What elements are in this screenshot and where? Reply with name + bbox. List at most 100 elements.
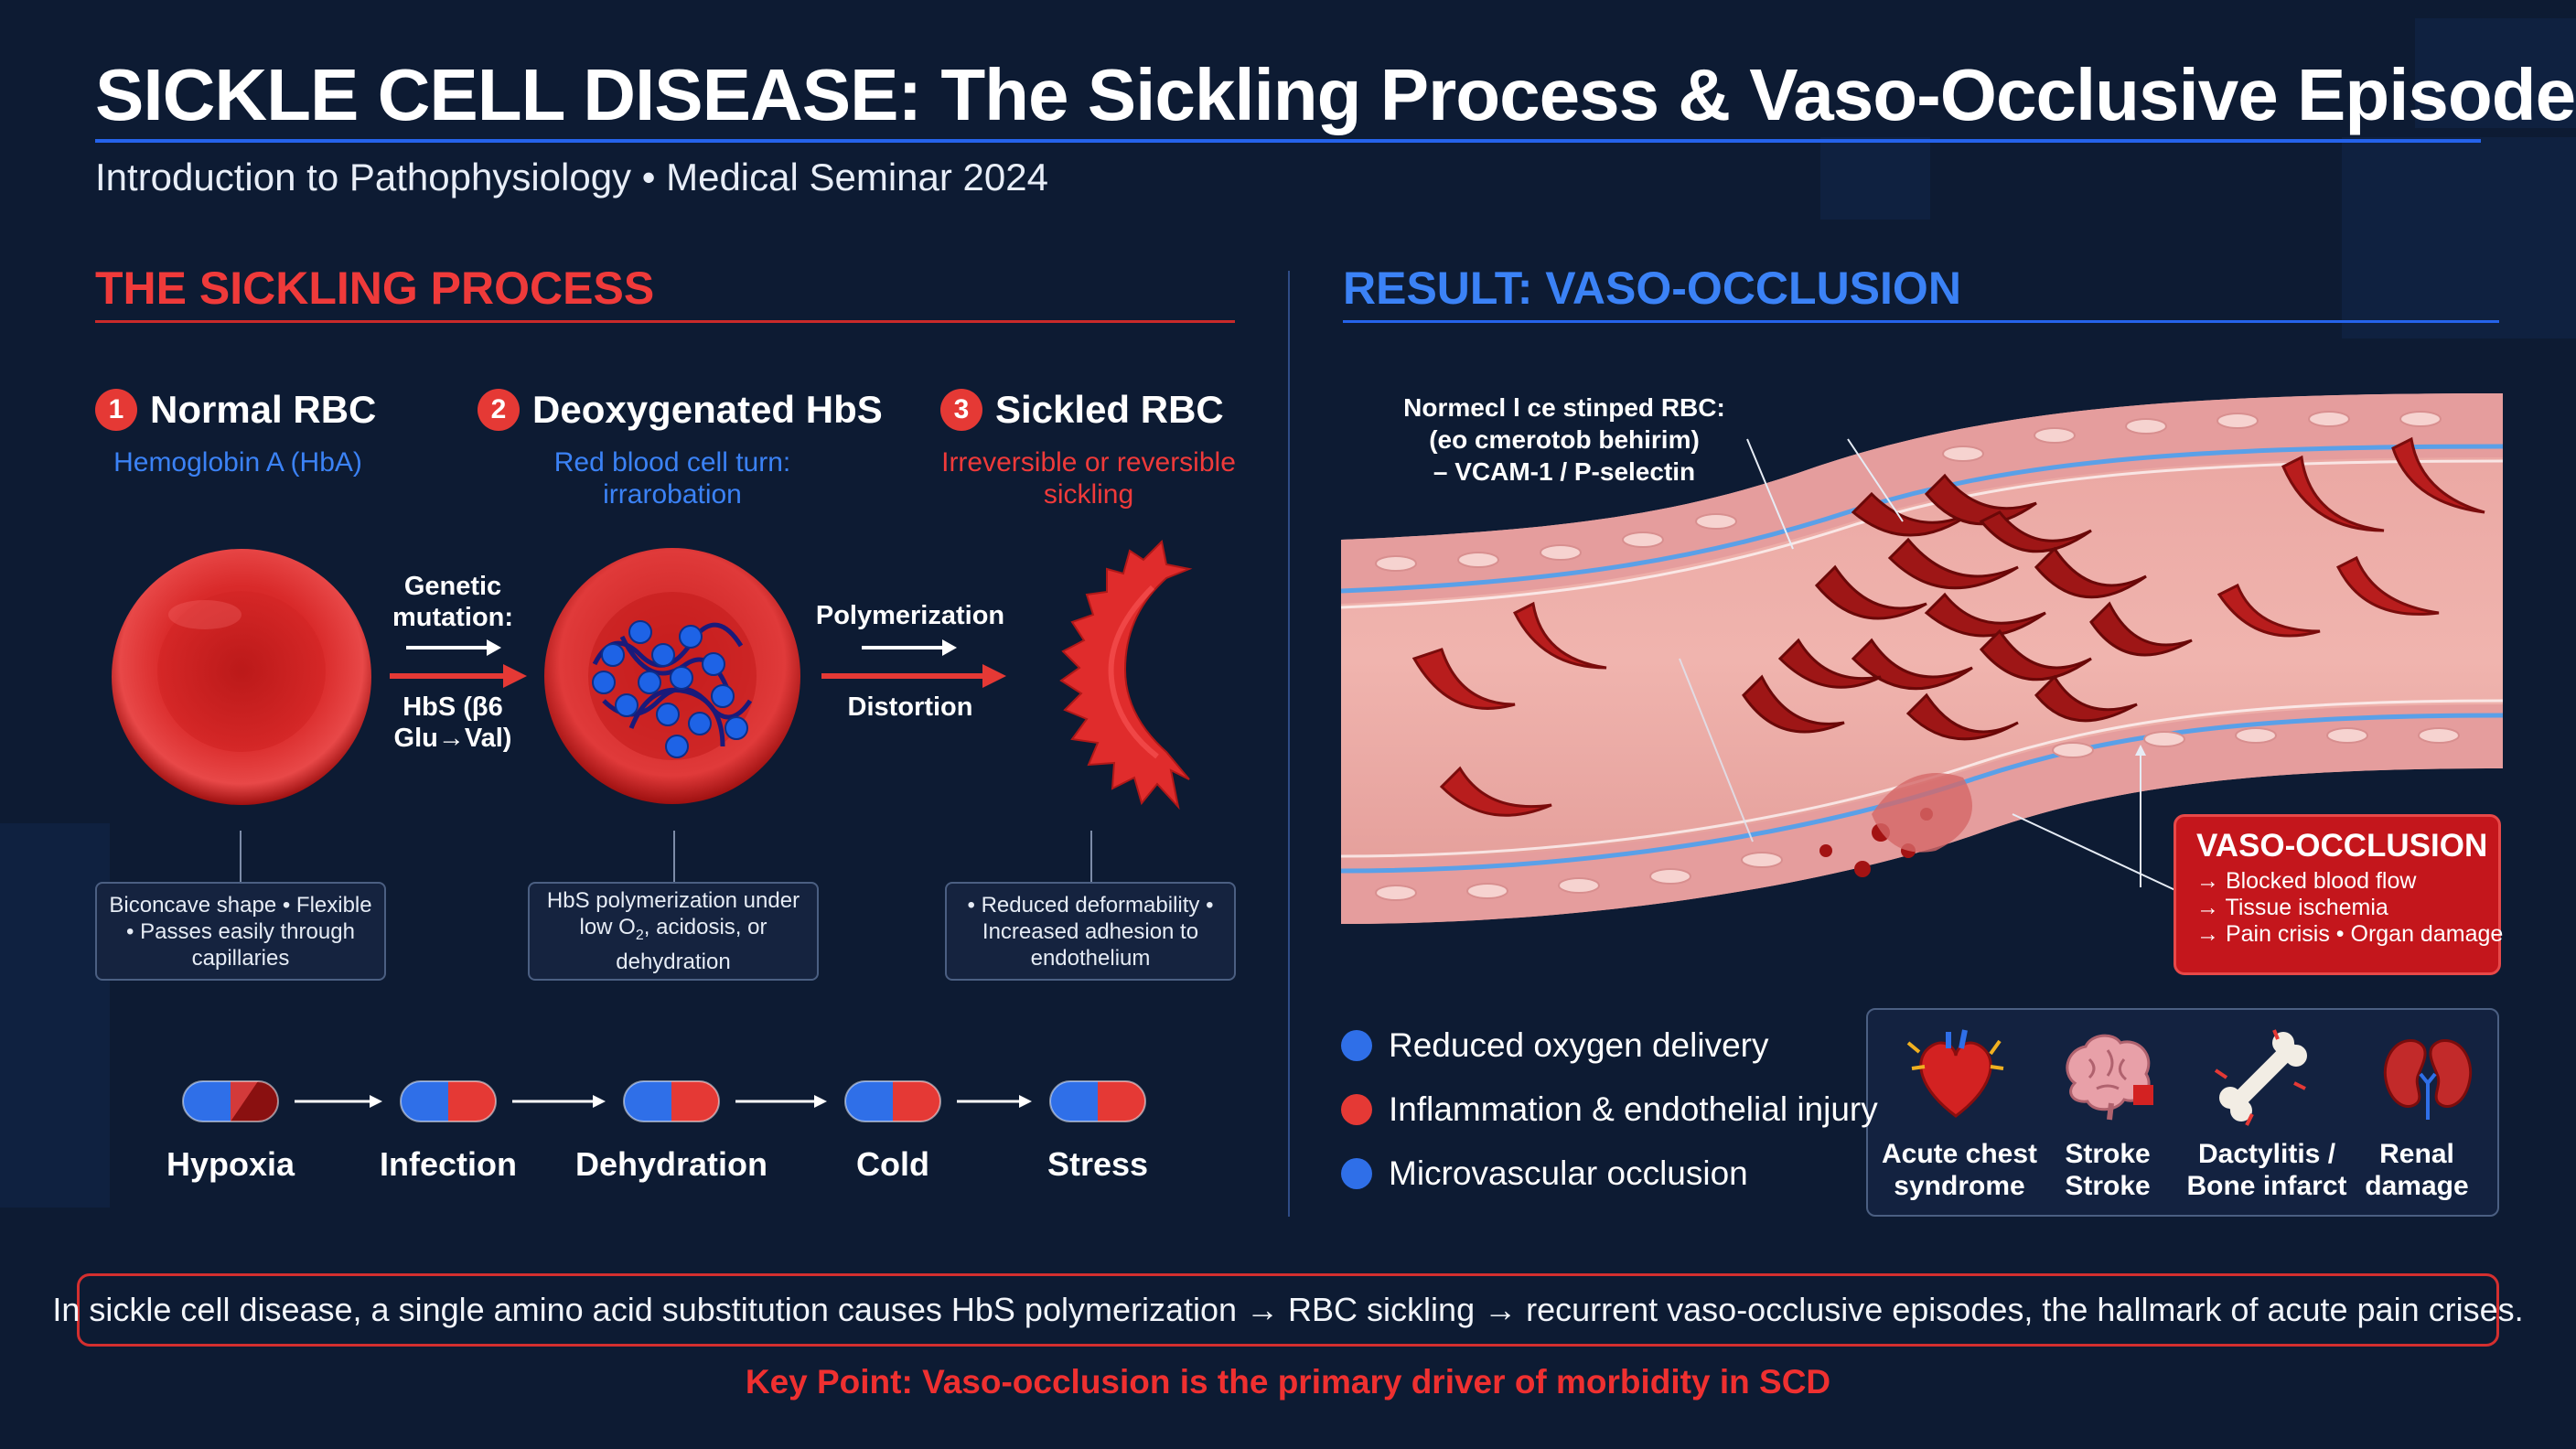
complication-label-acute-chest: Acute chest syndrome bbox=[1868, 1138, 2051, 1202]
arrow-right-icon bbox=[735, 1095, 827, 1108]
title-underline bbox=[95, 139, 2481, 143]
sickled-rbc-illustration bbox=[1059, 539, 1193, 810]
brain-icon bbox=[2066, 1034, 2153, 1121]
arrow-right-icon bbox=[957, 1095, 1032, 1108]
annotation-pointer-lines bbox=[1746, 438, 1904, 550]
step-number-badge: 1 bbox=[95, 389, 137, 431]
summary-text: In sickle cell disease, a single amino a… bbox=[52, 1291, 2524, 1328]
sickling-process-heading: THE SICKLING PROCESS bbox=[95, 263, 655, 314]
note-line: endothelium bbox=[1030, 945, 1151, 971]
key-point: Key Point: Vaso-occlusion is the primary… bbox=[745, 1363, 1831, 1401]
label-line: syndrome bbox=[1894, 1171, 2025, 1201]
bullet-text: Inflammation & endothelial injury bbox=[1389, 1090, 1878, 1128]
callout-pointer-line bbox=[2012, 813, 2178, 892]
normal-rbc-note: Biconcave shape • Flexible • Passes easi… bbox=[95, 882, 386, 981]
step-3-title: 3 Sickled RBC bbox=[940, 388, 1224, 432]
subtitle-line: sickling bbox=[1043, 479, 1134, 510]
connector-line bbox=[673, 831, 675, 884]
complication-label-stroke: Stroke Stroke bbox=[2025, 1138, 2190, 1202]
heart-icon bbox=[1906, 1029, 2004, 1118]
note-line: low O2, acidosis, or bbox=[547, 914, 800, 949]
vaso-occlusion-heading: RESULT: VASO-OCCLUSION bbox=[1343, 263, 1961, 314]
trigger-pill-icon bbox=[182, 1080, 279, 1122]
bone-icon bbox=[2214, 1029, 2307, 1126]
label-line: Genetic bbox=[403, 572, 502, 601]
summary-box: In sickle cell disease, a single amino a… bbox=[52, 1273, 2524, 1347]
note-line: dehydration bbox=[616, 949, 731, 974]
label-line: HbS (β6 bbox=[402, 692, 503, 722]
label-line: Glu→Val) bbox=[393, 724, 512, 753]
callout-line: → Blocked blood flow bbox=[2196, 868, 2417, 894]
note-line: • Passes easily through bbox=[126, 918, 355, 944]
label-line: Renal bbox=[2379, 1139, 2454, 1169]
label-line: Acute chest bbox=[1881, 1139, 2038, 1169]
deoxygenated-hbs-rbc-illustration bbox=[544, 548, 800, 804]
background-block bbox=[1820, 137, 1930, 220]
section-divider bbox=[1288, 271, 1290, 1217]
label-line: Stroke bbox=[2065, 1139, 2151, 1169]
note-line: capillaries bbox=[191, 945, 290, 971]
subtitle-line: Irreversible or reversible bbox=[941, 447, 1236, 478]
arrow2-top-label: Polymerization bbox=[815, 601, 1005, 630]
step-title-text: Deoxygenated HbS bbox=[532, 388, 883, 431]
page-title: SICKLE CELL DISEASE: The Sickling Proces… bbox=[95, 54, 2576, 135]
trigger-label: Infection bbox=[380, 1145, 517, 1183]
arrow2-bottom-label: Distortion bbox=[847, 692, 973, 722]
subscript: 2 bbox=[635, 927, 644, 943]
label-line: damage bbox=[2365, 1171, 2469, 1201]
vaso-occlusion-callout: VASO-OCCLUSION → Blocked blood flow → Ti… bbox=[2174, 814, 2504, 975]
consequence-bullet: Inflammation & endothelial injury bbox=[1341, 1090, 1878, 1129]
callout-line: → Pain crisis • Organ damage bbox=[2196, 921, 2504, 947]
label-line: (eo cmerotob behirim) bbox=[1429, 425, 1700, 454]
trigger-label: Dehydration bbox=[574, 1145, 768, 1183]
complications-panel: Acute chest syndrome Stroke Stroke Dacty… bbox=[1866, 1008, 2499, 1217]
note-line: HbS polymerization under bbox=[546, 888, 800, 914]
trigger-label: Cold bbox=[856, 1145, 929, 1183]
consequence-bullet: Microvascular occlusion bbox=[1341, 1154, 1748, 1193]
vessel-annotation-label: Normecl l ce stinped RBC: (eo cmerotob b… bbox=[1372, 392, 1756, 488]
note-line: Increased adhesion to bbox=[982, 918, 1199, 944]
bullet-dot-icon bbox=[1341, 1094, 1372, 1125]
note-line: Biconcave shape • Flexible bbox=[109, 892, 372, 918]
step-title-text: Normal RBC bbox=[150, 388, 377, 431]
step-1-subtitle: Hemoglobin A (HbA) bbox=[77, 446, 399, 478]
section-underline bbox=[95, 320, 1235, 323]
note-text: low O bbox=[579, 915, 636, 940]
blood-vessel-illustration bbox=[1341, 393, 2503, 924]
note-line: • Reduced deformability • bbox=[967, 892, 1214, 918]
trigger-label: Stress bbox=[1046, 1145, 1149, 1183]
small-arrow-icon bbox=[406, 639, 501, 656]
background-block bbox=[2342, 137, 2576, 338]
red-arrow-icon bbox=[821, 664, 1006, 688]
step-3-subtitle: Irreversible or reversible sickling bbox=[924, 446, 1253, 510]
arrow1-top-label: Genetic mutation: bbox=[375, 571, 531, 633]
step-number-badge: 3 bbox=[940, 389, 982, 431]
subtitle-line: irrarobation bbox=[603, 479, 742, 510]
sickled-rbc-note: • Reduced deformability • Increased adhe… bbox=[945, 882, 1236, 981]
note-text: , acidosis, or bbox=[643, 915, 767, 940]
step-2-subtitle: Red blood cell turn: irrarobation bbox=[494, 446, 851, 510]
step-1-title: 1 Normal RBC bbox=[95, 388, 376, 432]
trigger-pill-icon bbox=[1049, 1080, 1146, 1122]
page-subtitle: Introduction to Pathophysiology • Medica… bbox=[95, 156, 1048, 199]
background-block bbox=[0, 823, 110, 1208]
normal-rbc-illustration bbox=[112, 549, 371, 805]
complication-label-renal: Renal damage bbox=[2344, 1138, 2490, 1202]
connector-line bbox=[240, 831, 242, 884]
subtitle-line: Red blood cell turn: bbox=[553, 447, 791, 478]
trigger-pill-icon bbox=[844, 1080, 941, 1122]
label-line: Normecl l ce stinped RBC: bbox=[1403, 393, 1725, 422]
step-2-title: 2 Deoxygenated HbS bbox=[478, 388, 883, 432]
deoxygenated-hbs-note: HbS polymerization under low O2, acidosi… bbox=[528, 882, 819, 981]
bullet-dot-icon bbox=[1341, 1030, 1372, 1061]
arrow1-bottom-label: HbS (β6 Glu→Val) bbox=[375, 692, 531, 754]
step-title-text: Sickled RBC bbox=[995, 388, 1224, 431]
label-line: – VCAM-1 / P-selectin bbox=[1433, 457, 1696, 486]
bullet-dot-icon bbox=[1341, 1158, 1372, 1189]
arrow-right-icon bbox=[295, 1095, 382, 1108]
background-block bbox=[2415, 18, 2576, 128]
step-number-badge: 2 bbox=[478, 389, 520, 431]
trigger-label: Hypoxia bbox=[166, 1145, 295, 1183]
label-line: Bone infarct bbox=[2186, 1171, 2347, 1201]
small-arrow-icon bbox=[862, 639, 957, 656]
